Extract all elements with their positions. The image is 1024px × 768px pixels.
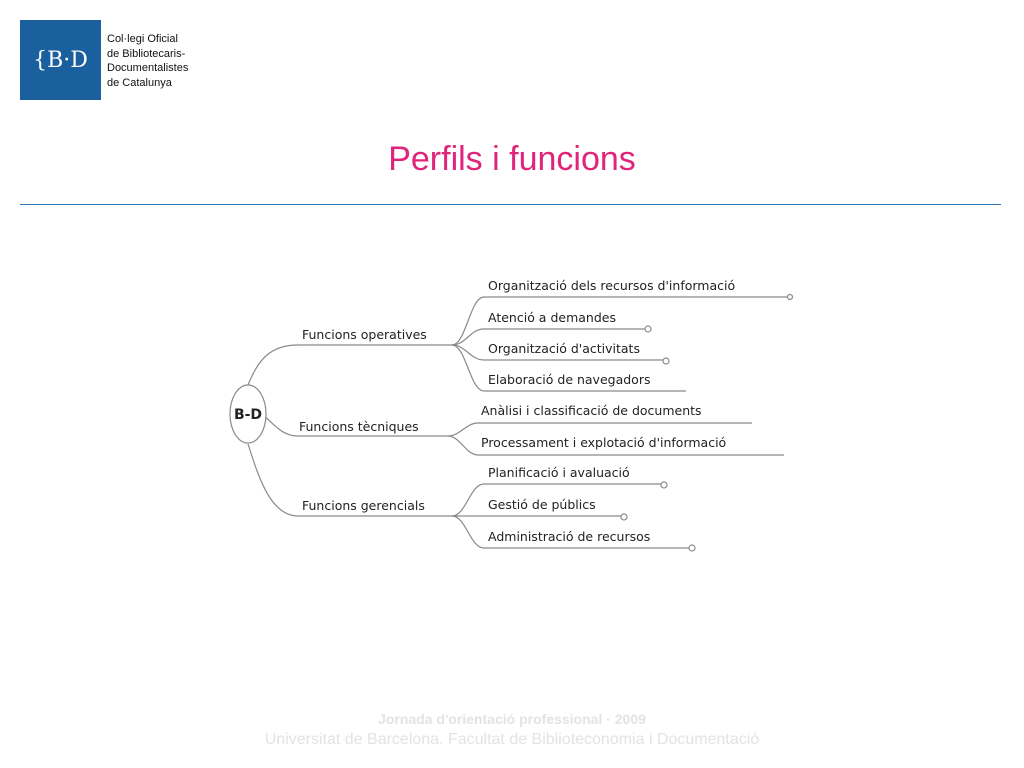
- group-label: Funcions gerencials: [302, 498, 425, 513]
- title-divider: [20, 204, 1001, 205]
- item-label: Elaboració de navegadors: [488, 372, 650, 387]
- branch-connector: [447, 435, 479, 456]
- footer-event: Jornada d'orientació professional · 2009: [378, 711, 646, 727]
- footer-institution: Universitat de Barcelona. Facultat de Bi…: [264, 731, 760, 748]
- expand-handle[interactable]: [662, 357, 670, 365]
- item-label: Processament i explotació d'informació: [481, 435, 726, 450]
- expand-handle[interactable]: [688, 544, 696, 552]
- expand-handle[interactable]: [644, 325, 652, 333]
- org-line: Documentalistes: [107, 62, 189, 74]
- org-line: de Catalunya: [107, 76, 172, 89]
- branch-connector: [451, 344, 485, 392]
- page-title: Perfils i funcions: [388, 140, 636, 178]
- org-line: de Bibliotecaris-: [107, 47, 186, 60]
- root-label: B-D: [234, 407, 262, 423]
- branch-connector: [451, 483, 485, 517]
- item-label: Atenció a demandes: [488, 310, 616, 325]
- item-label: Administració de recursos: [488, 529, 650, 544]
- organization-name: Col·legi Oficial de Bibliotecaris- Docum…: [107, 32, 188, 90]
- branch-connector: [451, 296, 485, 346]
- root-connector: [261, 413, 299, 437]
- item-label: Planificació i avaluació: [488, 465, 630, 480]
- branch-connector: [451, 328, 485, 346]
- expand-handle[interactable]: [660, 481, 668, 489]
- item-label: Organització d'activitats: [488, 341, 640, 356]
- group-label: Funcions operatives: [302, 327, 427, 342]
- root-node: [229, 384, 267, 444]
- group-label: Funcions tècniques: [299, 419, 419, 434]
- root-connector: [247, 344, 299, 386]
- item-label: Gestió de públics: [488, 497, 596, 512]
- root-connector: [247, 443, 299, 517]
- expand-handle[interactable]: [786, 293, 794, 301]
- branch-connector: [451, 515, 485, 549]
- expand-handle[interactable]: [620, 513, 628, 521]
- logo-mark: {B·D: [20, 20, 101, 100]
- item-label: Anàlisi i classificació de documents: [481, 403, 702, 418]
- branch-connector: [447, 422, 479, 437]
- item-label: Organització dels recursos d'informació: [488, 278, 735, 293]
- org-line: Col·legi Oficial: [107, 33, 178, 45]
